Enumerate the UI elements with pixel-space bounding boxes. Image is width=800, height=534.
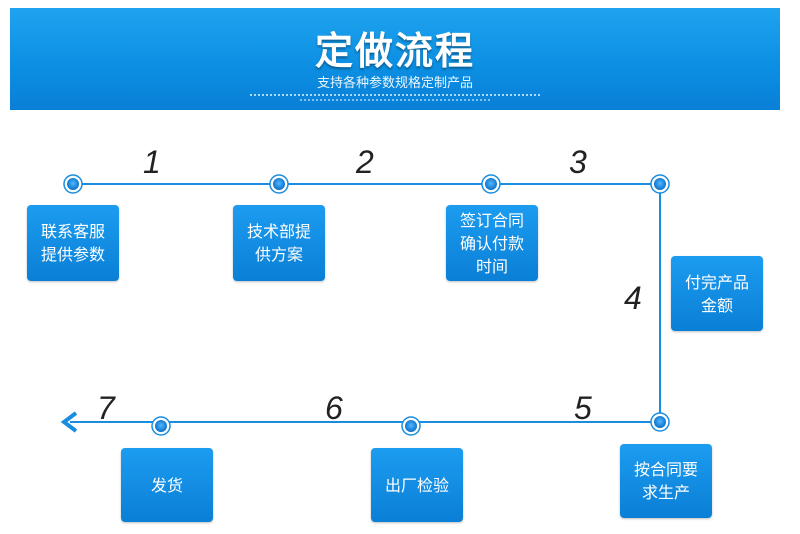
node-dot-6 xyxy=(401,416,421,436)
step-number-7: 7 xyxy=(97,390,115,426)
node-dot-1 xyxy=(63,174,83,194)
step-number-6: 6 xyxy=(325,390,343,426)
decorative-divider xyxy=(250,94,540,96)
header-banner: 定做流程 支持各种参数规格定制产品 xyxy=(10,8,780,110)
step-number-5: 5 xyxy=(574,390,592,426)
flow-path-line xyxy=(70,183,661,423)
node-dot-7 xyxy=(151,416,171,436)
step-number-1: 1 xyxy=(143,144,161,180)
page-subtitle: 支持各种参数规格定制产品 xyxy=(316,76,473,91)
step-number-2: 2 xyxy=(356,144,374,180)
node-dot-5 xyxy=(650,412,670,432)
step-number-3: 3 xyxy=(569,144,587,180)
step-box-sign-contract: 签订合同 确认付款 时间 xyxy=(446,205,538,281)
step-box-factory-inspection: 出厂检验 xyxy=(371,448,463,522)
arrowhead-icon xyxy=(60,411,78,433)
node-dot-4 xyxy=(650,174,670,194)
step-box-pay-amount: 付完产品 金额 xyxy=(671,256,763,331)
step-box-production: 按合同要 求生产 xyxy=(620,444,712,518)
step-number-4: 4 xyxy=(624,280,642,316)
decorative-divider-short xyxy=(300,99,490,101)
step-box-tech-proposal: 技术部提 供方案 xyxy=(233,205,325,281)
node-dot-3 xyxy=(481,174,501,194)
step-box-contact-service: 联系客服 提供参数 xyxy=(27,205,119,281)
step-box-shipping: 发货 xyxy=(121,448,213,522)
node-dot-2 xyxy=(269,174,289,194)
page-title: 定做流程 xyxy=(314,29,475,73)
